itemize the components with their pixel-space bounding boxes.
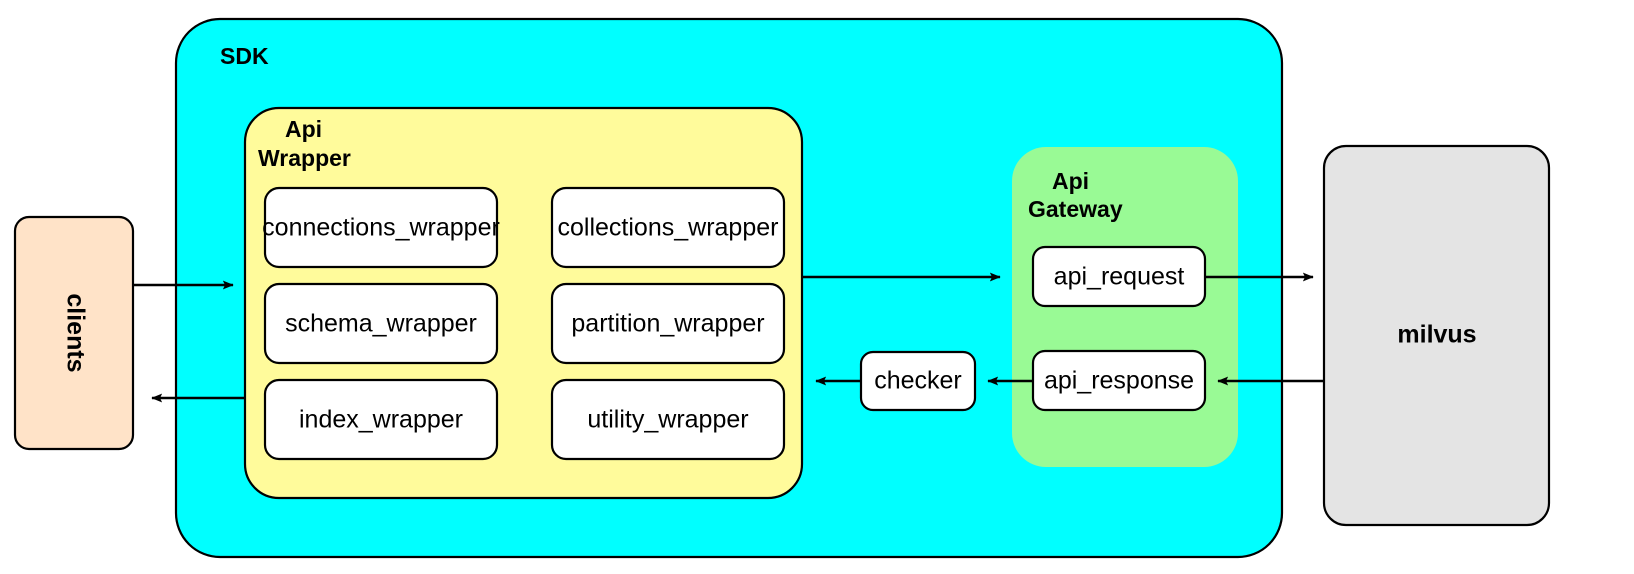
- milvus-label: milvus: [1397, 321, 1476, 349]
- api-response-label: api_response: [1044, 367, 1194, 395]
- clients-shape: [13, 215, 135, 451]
- collections-wrapper-label: collections_wrapper: [558, 214, 779, 242]
- api-gateway-label-line1: Api: [1052, 168, 1089, 194]
- schema-wrapper-label: schema_wrapper: [285, 310, 477, 338]
- wrapper-node-schema[interactable]: schema_wrapper: [263, 282, 499, 365]
- utility-wrapper-label: utility_wrapper: [587, 406, 748, 434]
- clients-node[interactable]: clients: [13, 215, 135, 451]
- milvus-node[interactable]: milvus: [1322, 144, 1551, 527]
- wrapper-node-partition[interactable]: partition_wrapper: [550, 282, 786, 365]
- gateway-node-api-request[interactable]: api_request: [1031, 245, 1207, 308]
- api-wrapper-label-line1: Api: [285, 116, 322, 142]
- partition-wrapper-shape: [550, 282, 786, 365]
- sdk-label: SDK: [220, 43, 269, 69]
- collections-wrapper-shape: [550, 186, 786, 269]
- api-request-label: api_request: [1054, 263, 1185, 291]
- wrapper-node-connections[interactable]: connections_wrapper: [262, 186, 500, 269]
- checker-label: checker: [874, 367, 962, 395]
- api-gateway-group[interactable]: Api Gateway api_request api_response: [1012, 147, 1238, 467]
- utility-wrapper-shape: [550, 378, 786, 461]
- connections-wrapper-label: connections_wrapper: [262, 214, 500, 242]
- index-wrapper-label: index_wrapper: [299, 406, 463, 434]
- wrapper-node-collections[interactable]: collections_wrapper: [550, 186, 786, 269]
- api-gateway-label-line2: Gateway: [1028, 196, 1123, 222]
- wrapper-node-index[interactable]: index_wrapper: [263, 378, 499, 461]
- partition-wrapper-label: partition_wrapper: [571, 310, 764, 338]
- checker-node[interactable]: checker: [859, 350, 977, 412]
- api-wrapper-label-line2: Wrapper: [258, 145, 351, 171]
- milvus-shape: [1322, 144, 1551, 527]
- api-response-shape: [1031, 349, 1207, 412]
- wrapper-node-utility[interactable]: utility_wrapper: [550, 378, 786, 461]
- checker-shape: [859, 350, 977, 412]
- clients-label: clients: [61, 293, 89, 372]
- api-wrapper-group[interactable]: Api Wrapper connections_wrapper collecti…: [243, 106, 804, 500]
- schema-wrapper-shape: [263, 282, 499, 365]
- connections-wrapper-shape: [263, 186, 499, 269]
- index-wrapper-shape: [263, 378, 499, 461]
- gateway-node-api-response[interactable]: api_response: [1031, 349, 1207, 412]
